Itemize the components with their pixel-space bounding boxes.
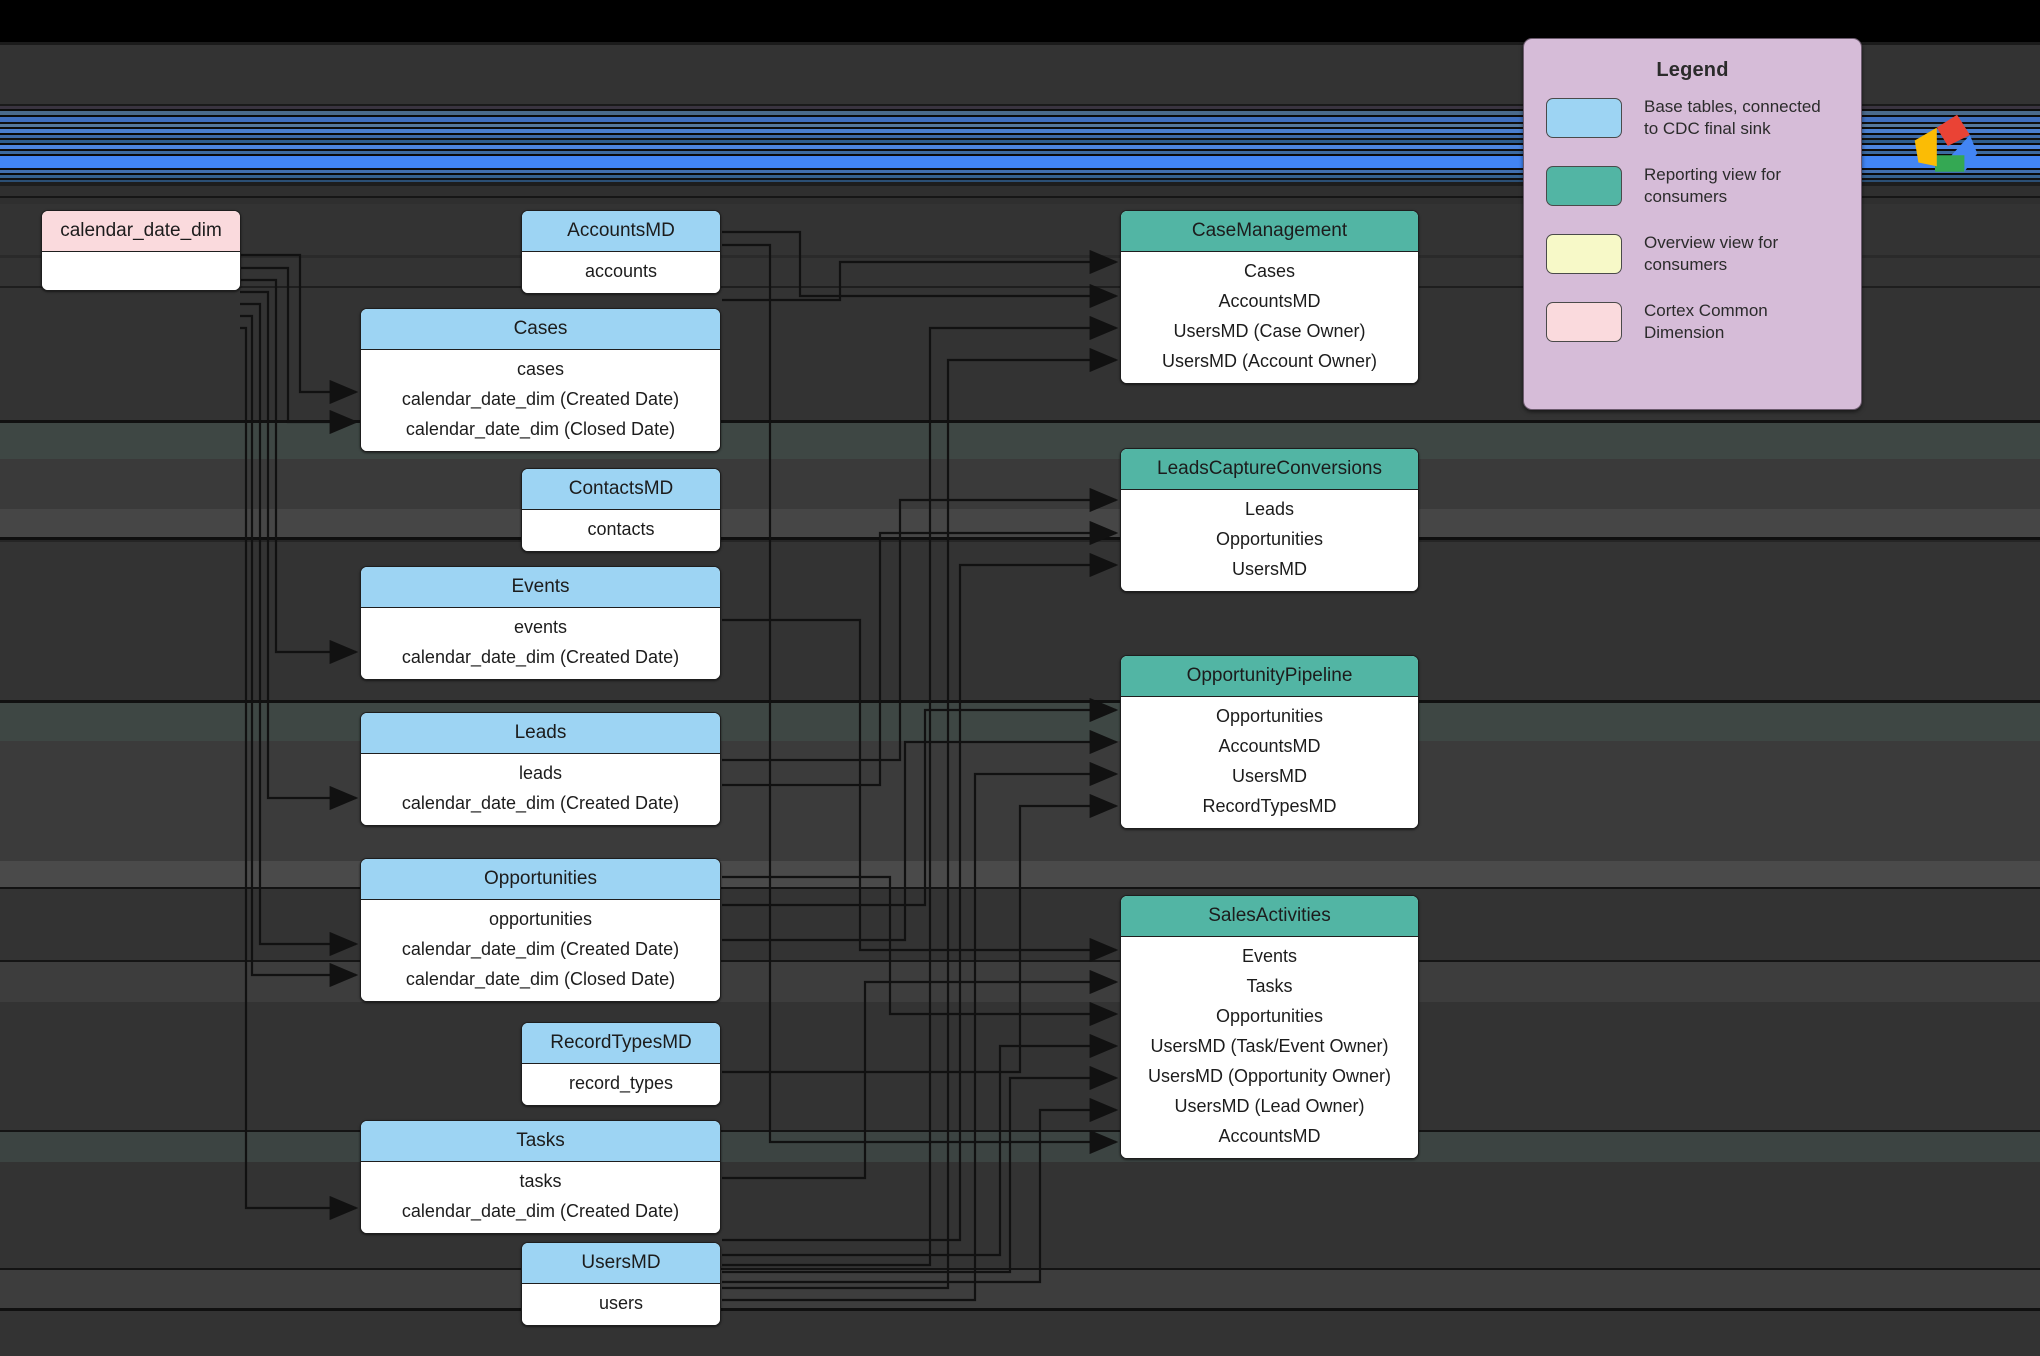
node-row: calendar_date_dim (Closed Date)	[405, 969, 676, 989]
node-body: record_types	[522, 1064, 720, 1105]
legend-label: Cortex Common Dimension	[1644, 301, 1768, 342]
node-row: AccountsMD	[1218, 736, 1321, 756]
node-body: events calendar_date_dim (Created Date)	[361, 608, 720, 679]
node-title: Opportunities	[361, 859, 720, 900]
node-row: calendar_date_dim (Created Date)	[401, 939, 680, 959]
node-row: calendar_date_dim (Closed Date)	[405, 419, 676, 439]
legend-swatch-base-tables	[1546, 98, 1622, 138]
node-title: Cases	[361, 309, 720, 350]
legend-label: Overview view for consumers	[1644, 233, 1779, 274]
node-events[interactable]: Events events calendar_date_dim (Created…	[360, 566, 721, 680]
node-row: opportunities	[488, 909, 593, 929]
legend-label: Reporting view for consumers	[1644, 165, 1782, 206]
node-body: accounts	[522, 252, 720, 293]
node-row: UsersMD	[1232, 766, 1307, 786]
node-title: Events	[361, 567, 720, 608]
node-body: Cases AccountsMD UsersMD (Case Owner) Us…	[1121, 252, 1418, 383]
node-title: Leads	[361, 713, 720, 754]
node-body: Leads Opportunities UsersMD	[1121, 490, 1418, 591]
node-title: CaseManagement	[1121, 211, 1418, 252]
node-cases[interactable]: Cases cases calendar_date_dim (Created D…	[360, 308, 721, 452]
node-title: RecordTypesMD	[522, 1023, 720, 1064]
node-opportunity-pipeline[interactable]: OpportunityPipeline Opportunities Accoun…	[1120, 655, 1419, 829]
node-row: UsersMD	[1232, 559, 1307, 579]
glitch-stripe-band	[0, 104, 2040, 182]
top-band-separator	[0, 42, 2040, 45]
node-sales-activities[interactable]: SalesActivities Events Tasks Opportuniti…	[1120, 895, 1419, 1159]
google-cloud-logo	[1914, 114, 1978, 172]
node-row: UsersMD (Account Owner)	[1161, 351, 1378, 371]
node-row: Tasks	[1246, 976, 1293, 996]
node-body: tasks calendar_date_dim (Created Date)	[361, 1162, 720, 1233]
node-accounts-md[interactable]: AccountsMD accounts	[521, 210, 721, 294]
legend-swatch-cortex-dimension	[1546, 302, 1622, 342]
node-record-types-md[interactable]: RecordTypesMD record_types	[521, 1022, 721, 1106]
node-row: accounts	[584, 261, 658, 281]
legend-swatch-overview-view	[1546, 234, 1622, 274]
node-row: UsersMD (Opportunity Owner)	[1147, 1066, 1392, 1086]
node-case-management[interactable]: CaseManagement Cases AccountsMD UsersMD …	[1120, 210, 1419, 384]
node-title: UsersMD	[522, 1243, 720, 1284]
node-row: Opportunities	[1215, 529, 1324, 549]
legend-label: Base tables, connected to CDC final sink	[1644, 97, 1821, 138]
node-body: opportunities calendar_date_dim (Created…	[361, 900, 720, 1001]
node-row: tasks	[519, 1171, 562, 1191]
node-title: calendar_date_dim	[42, 211, 240, 252]
node-title: ContactsMD	[522, 469, 720, 510]
node-row: AccountsMD	[1218, 1126, 1321, 1146]
legend-panel: Legend Base tables, connected to CDC fin…	[1523, 38, 1862, 410]
node-title: OpportunityPipeline	[1121, 656, 1418, 697]
node-body: users	[522, 1284, 720, 1325]
node-row: UsersMD (Task/Event Owner)	[1150, 1036, 1389, 1056]
node-title: LeadsCaptureConversions	[1121, 449, 1418, 490]
node-row: calendar_date_dim (Created Date)	[401, 793, 680, 813]
node-opportunities[interactable]: Opportunities opportunities calendar_dat…	[360, 858, 721, 1002]
node-row: users	[598, 1293, 643, 1313]
node-row: Opportunities	[1215, 1006, 1324, 1026]
legend-item-reporting-view: Reporting view for consumers	[1546, 164, 1861, 208]
node-tasks[interactable]: Tasks tasks calendar_date_dim (Created D…	[360, 1120, 721, 1234]
node-row: RecordTypesMD	[1202, 796, 1337, 816]
node-calendar-date-dim[interactable]: calendar_date_dim	[41, 210, 241, 291]
node-row: AccountsMD	[1218, 291, 1321, 311]
node-row: Events	[1241, 946, 1298, 966]
legend-item-overview-view: Overview view for consumers	[1546, 232, 1861, 276]
node-row: record_types	[568, 1073, 674, 1093]
node-leads-capture-conversions[interactable]: LeadsCaptureConversions Leads Opportunit…	[1120, 448, 1419, 592]
node-row: calendar_date_dim (Created Date)	[401, 389, 680, 409]
node-row: Leads	[1244, 499, 1295, 519]
node-body: Events Tasks Opportunities UsersMD (Task…	[1121, 937, 1418, 1158]
legend-title: Legend	[1656, 59, 1729, 81]
node-title: SalesActivities	[1121, 896, 1418, 937]
node-title: AccountsMD	[522, 211, 720, 252]
node-body: Opportunities AccountsMD UsersMD RecordT…	[1121, 697, 1418, 828]
node-row: leads	[518, 763, 563, 783]
node-body: leads calendar_date_dim (Created Date)	[361, 754, 720, 825]
top-black-band	[0, 0, 2040, 42]
node-row: Opportunities	[1215, 706, 1324, 726]
node-row: calendar_date_dim (Created Date)	[401, 647, 680, 667]
node-row: UsersMD (Case Owner)	[1173, 321, 1366, 341]
legend-item-base-tables: Base tables, connected to CDC final sink	[1546, 96, 1861, 140]
node-users-md[interactable]: UsersMD users	[521, 1242, 721, 1326]
legend-item-cortex-dimension: Cortex Common Dimension	[1546, 300, 1861, 344]
legend-swatch-reporting-view	[1546, 166, 1622, 206]
node-body: contacts	[522, 510, 720, 551]
node-row: calendar_date_dim (Created Date)	[401, 1201, 680, 1221]
node-row: cases	[516, 359, 565, 379]
node-contacts-md[interactable]: ContactsMD contacts	[521, 468, 721, 552]
node-row: events	[513, 617, 568, 637]
node-leads[interactable]: Leads leads calendar_date_dim (Created D…	[360, 712, 721, 826]
node-title: Tasks	[361, 1121, 720, 1162]
node-row: UsersMD (Lead Owner)	[1174, 1096, 1365, 1116]
node-row: contacts	[587, 519, 655, 539]
node-body	[42, 252, 240, 290]
node-row: Cases	[1243, 261, 1296, 281]
node-body: cases calendar_date_dim (Created Date) c…	[361, 350, 720, 451]
